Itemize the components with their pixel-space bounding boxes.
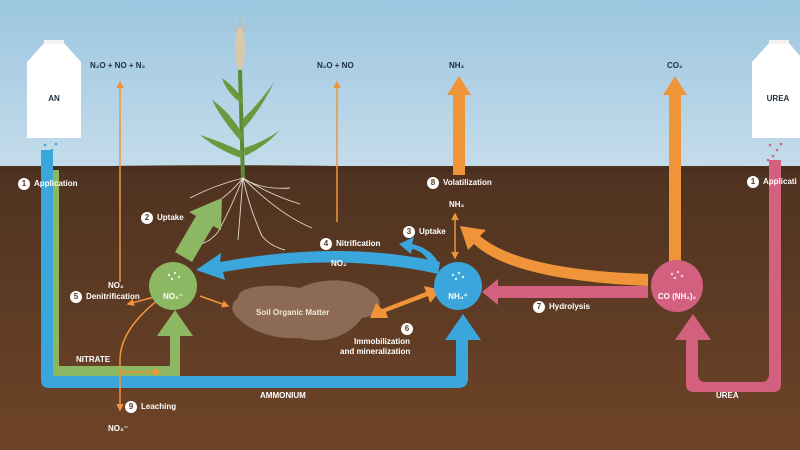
step-8-marker: 8: [427, 177, 439, 189]
step-4-marker: 4: [320, 238, 332, 250]
flow-label-nitrate: NITRATE: [76, 356, 110, 364]
gas-label-n2o-no: N₂O + NO: [317, 62, 354, 70]
flow-label-ammonium: AMMONIUM: [260, 392, 306, 400]
step-application-right: Applicati: [763, 178, 797, 186]
an-fertilizer-bag: [27, 40, 81, 138]
urea-fertilizer-bag: [752, 40, 800, 138]
flow-label-nh3-soil: NH₃: [449, 201, 464, 209]
step-6-marker: 6: [401, 323, 413, 335]
step-7-marker: 7: [533, 301, 545, 313]
step-denitrification: Denitrification: [86, 293, 140, 301]
nh4-pool: [434, 262, 482, 310]
step-leaching: Leaching: [141, 403, 176, 411]
gas-label-n2o-no-n2: N₂O + NO + N₂: [90, 62, 145, 70]
step-uptake-plant: Uptake: [157, 214, 184, 222]
bag-label-an: AN: [34, 94, 74, 103]
step-3-marker: 3: [403, 226, 415, 238]
urea-pool: [651, 260, 703, 312]
flow-label-no2-nitrif: NO₂: [331, 260, 347, 268]
flow-label-urea: UREA: [716, 392, 739, 400]
flow-label-no2-denit: NO₂: [108, 282, 124, 290]
step-5-marker: 5: [70, 291, 82, 303]
step-1-right-marker: 1: [747, 176, 759, 188]
step-hydrolysis: Hydrolysis: [549, 303, 590, 311]
no3-pool: [149, 262, 197, 310]
step-volatilization: Volatilization: [443, 179, 492, 187]
step-2-marker: 2: [141, 212, 153, 224]
flow-label-no3-leach: NO₃⁻: [108, 425, 128, 433]
pool-label-urea: CO (NH₂)₂: [649, 292, 705, 301]
gas-label-nh3: NH₃: [449, 62, 464, 70]
step-1-left-marker: 1: [18, 178, 30, 190]
pool-label-nh4: NH₄⁺: [434, 292, 482, 301]
step-immobilization-line1: Immobilization: [354, 338, 410, 346]
step-application-left: Application: [34, 180, 78, 188]
step-immobilization-line2: and mineralization: [340, 348, 410, 356]
bag-label-urea: UREA: [758, 94, 798, 103]
step-nitrification: Nitrification: [336, 240, 380, 248]
step-uptake-nh4: Uptake: [419, 228, 446, 236]
step-9-marker: 9: [125, 401, 137, 413]
pool-label-no3: NO₃⁻: [149, 292, 197, 301]
gas-label-co2: CO₂: [667, 62, 683, 70]
som-label: Soil Organic Matter: [256, 309, 329, 317]
